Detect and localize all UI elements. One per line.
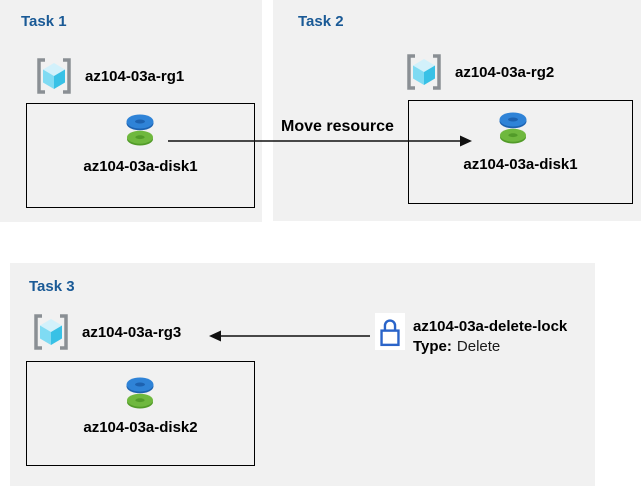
task1-rg-label: az104-03a-rg1: [85, 67, 185, 85]
task3-disk-label: az104-03a-disk2: [83, 419, 198, 436]
lock-type-value: Delete: [456, 338, 501, 355]
task3-title: Task 3: [29, 278, 75, 295]
task3-panel: Task 3 az104-03a-rg3: [10, 263, 595, 486]
resource-group-icon: [34, 57, 74, 95]
lock-name: az104-03a-delete-lock: [413, 318, 568, 335]
task1-resource-group: az104-03a-rg1: [34, 57, 184, 95]
lock-label-block: az104-03a-delete-lock Type:Delete: [413, 317, 567, 357]
lock-icon: [375, 313, 405, 350]
task3-resource-group: az104-03a-rg3: [31, 313, 181, 351]
disk-icon: [495, 110, 531, 147]
disk-icon: [122, 375, 158, 412]
task1-title: Task 1: [21, 13, 67, 30]
lock-type-line: Type:Delete: [413, 337, 567, 357]
task2-panel: Task 2 az104-03a-rg2: [273, 0, 641, 221]
task1-resource-box: [26, 103, 255, 208]
task3-rg-label: az104-03a-rg3: [82, 323, 182, 341]
move-resource-label: Move resource: [281, 118, 394, 135]
lock-type-label: Type:: [413, 338, 452, 355]
task1-disk-label: az104-03a-disk1: [83, 158, 198, 175]
resource-group-icon: [404, 53, 444, 91]
task2-disk-label: az104-03a-disk1: [463, 156, 578, 173]
task2-resource-group: az104-03a-rg2: [404, 53, 554, 91]
task2-resource-box: [408, 100, 633, 204]
disk-icon: [122, 112, 158, 149]
task2-rg-label: az104-03a-rg2: [455, 63, 555, 81]
task2-title: Task 2: [298, 13, 344, 30]
task3-resource-box: [26, 361, 255, 466]
resource-group-icon: [31, 313, 71, 351]
task1-panel: Task 1 az104-03a-rg1: [0, 0, 262, 222]
